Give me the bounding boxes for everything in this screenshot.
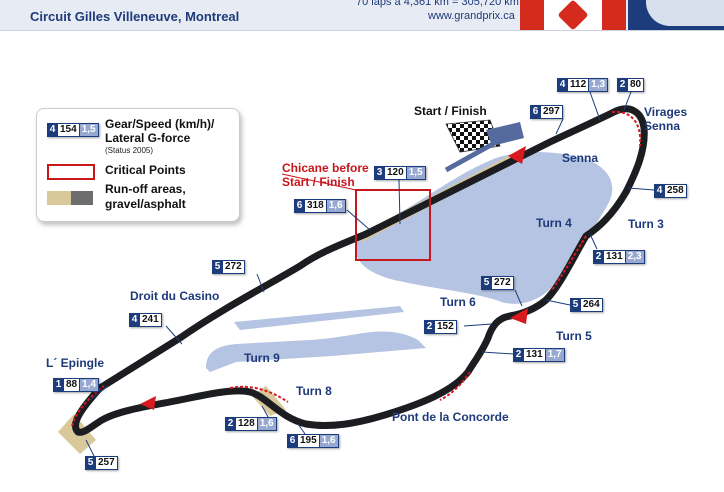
label-turn-9: Turn 9 (244, 351, 280, 365)
legend-runoff: Run-off areas,gravel/asphalt (105, 182, 186, 211)
kerb-5 (71, 385, 105, 427)
critical-point-swatch (47, 164, 95, 180)
kerb-3 (439, 371, 471, 401)
kerb-4 (229, 385, 289, 403)
chequered-flag-icon (444, 119, 524, 173)
legend-title: Gear/Speed (km/h)/Lateral G-force (105, 117, 215, 145)
direction-arrow-icon (508, 146, 526, 164)
label-turn-6: Turn 6 (440, 295, 476, 309)
track-line (72, 105, 648, 436)
label-turn-8: Turn 8 (296, 384, 332, 398)
critical-point-box (355, 189, 431, 261)
label-start-finish: Start / Finish (414, 104, 487, 118)
label-pont-de-la-concorde: Pont de la Concorde (392, 410, 509, 424)
legend-critical: Critical Points (105, 163, 186, 177)
label-epingle: L´ Epingle (46, 356, 104, 370)
direction-arrow-icon (140, 396, 156, 410)
label-turn-3: Turn 3 (628, 217, 664, 231)
lagoon-water (234, 306, 404, 330)
canada-flag-icon (520, 0, 626, 30)
laps-info: 70 laps à 4,361 km = 305,720 km (356, 0, 519, 8)
label-droit-du-casino: Droit du Casino (130, 289, 220, 303)
basin-water (355, 152, 613, 304)
label-turn-4: Turn 4 (536, 216, 572, 230)
runoff-swatch (47, 191, 93, 205)
legend-status: (Status 2005) (105, 146, 154, 155)
label-senna: Senna (562, 151, 599, 165)
canal-water (206, 331, 426, 372)
kerb-2 (551, 235, 587, 291)
circuit-title: Circuit Gilles Villeneuve, Montreal (30, 9, 240, 24)
website-link[interactable]: www.grandprix.ca (428, 10, 515, 22)
location-map-icon (628, 0, 724, 30)
direction-arrow-icon (510, 308, 528, 324)
label-turn-5: Turn 5 (556, 329, 592, 343)
kerb-1 (611, 110, 642, 147)
